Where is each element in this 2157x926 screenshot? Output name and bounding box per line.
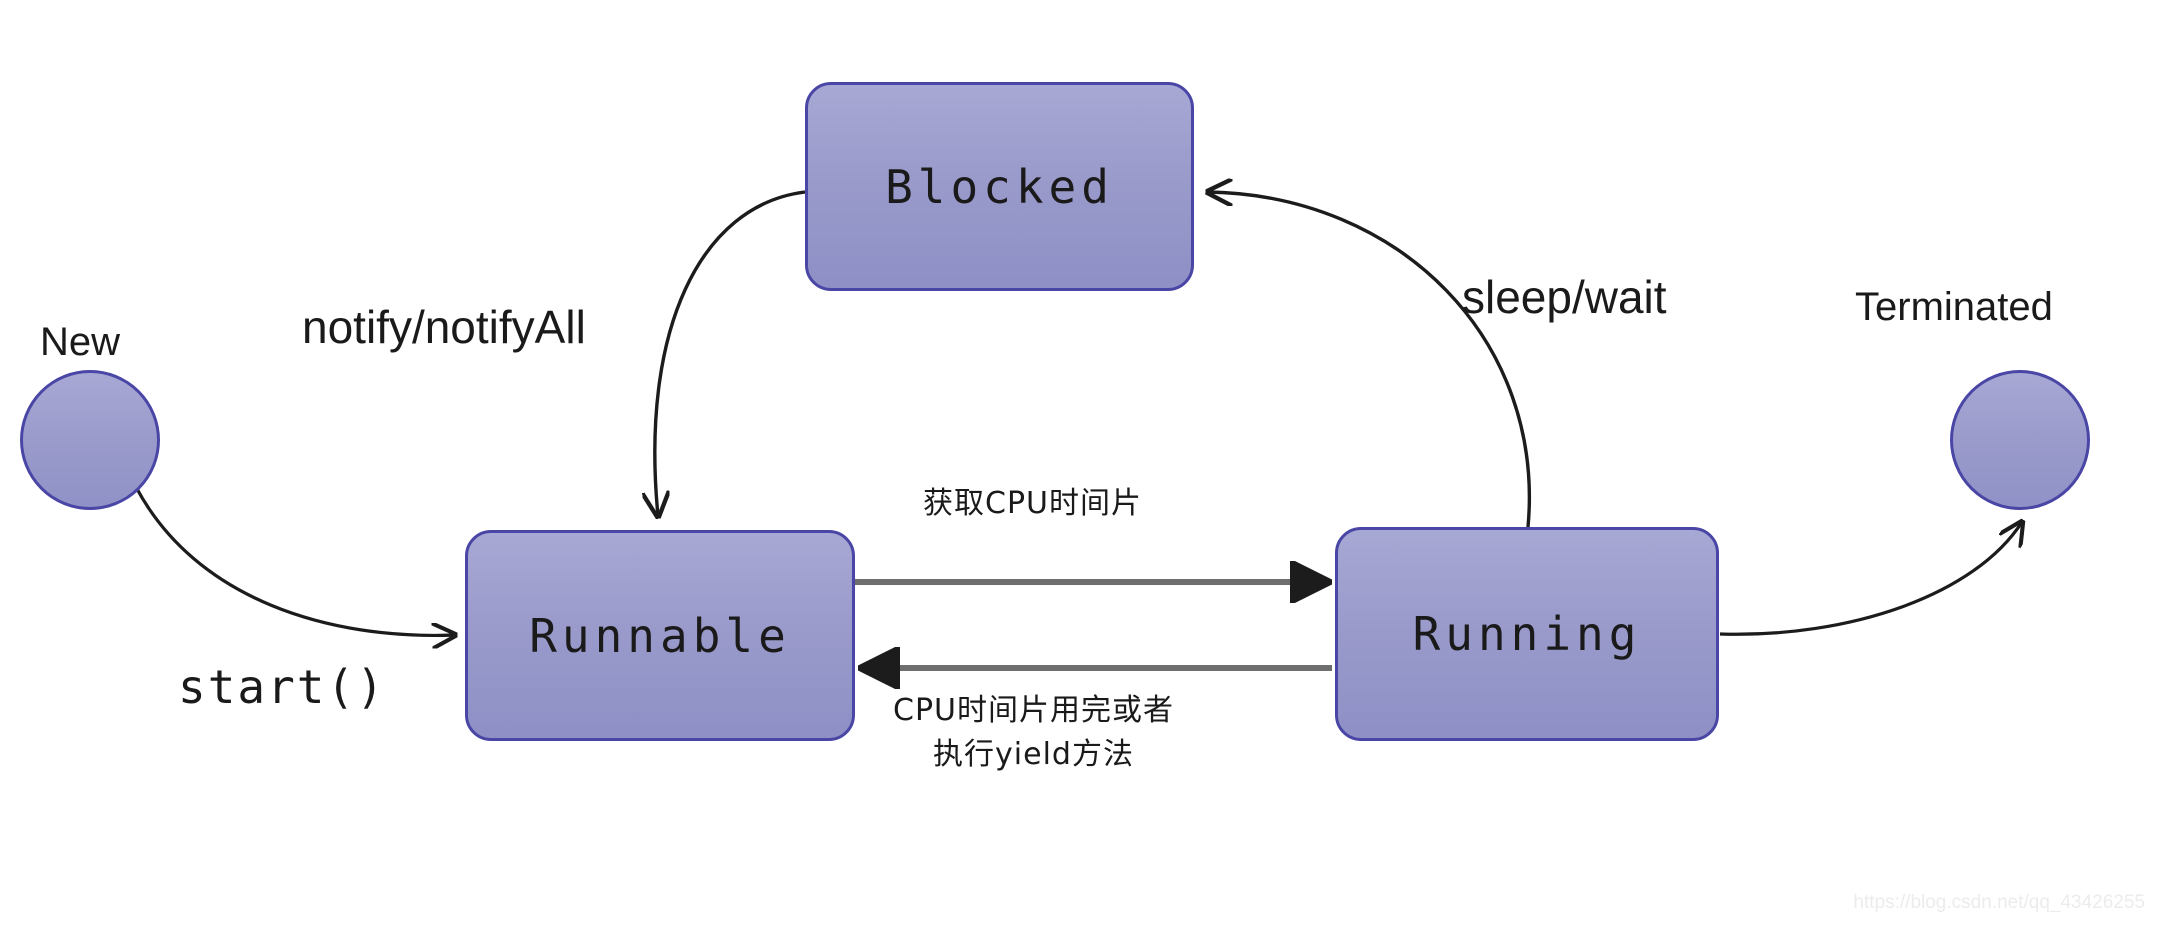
state-node-runnable[interactable]: Runnable (465, 530, 855, 741)
state-node-running[interactable]: Running (1335, 527, 1719, 741)
edge-label-cpu-expired-line1: CPU时间片用完或者 (893, 693, 1174, 728)
edge-label-sleep-wait: sleep/wait (1462, 271, 1667, 323)
edge-label-cpu-expired-line2: 执行yield方法 (933, 737, 1134, 772)
state-node-new[interactable] (20, 370, 160, 510)
watermark-text: https://blog.csdn.net/qq_43426255 (1853, 892, 2145, 913)
state-label-running: Running (1412, 607, 1642, 661)
state-label-blocked: Blocked (885, 159, 1114, 214)
state-node-blocked[interactable]: Blocked (805, 82, 1194, 291)
edge-running-to-blocked (1208, 192, 1531, 528)
state-label-new: New (40, 320, 121, 364)
edge-running-to-terminated (1719, 522, 2022, 636)
state-label-runnable: Runnable (529, 608, 791, 663)
edge-label-start: start() (178, 660, 386, 714)
edge-new-to-runnable (134, 486, 455, 635)
edge-blocked-to-runnable (655, 190, 806, 516)
edge-label-acquire-cpu: 获取CPU时间片 (923, 486, 1142, 521)
state-label-terminated: Terminated (1855, 285, 2053, 329)
edge-label-notify: notify/notifyAll (302, 301, 586, 353)
edge-label-cpu-expired: CPU时间片用完或者 执行yield方法 (893, 689, 1174, 777)
state-node-terminated[interactable] (1950, 370, 2090, 510)
